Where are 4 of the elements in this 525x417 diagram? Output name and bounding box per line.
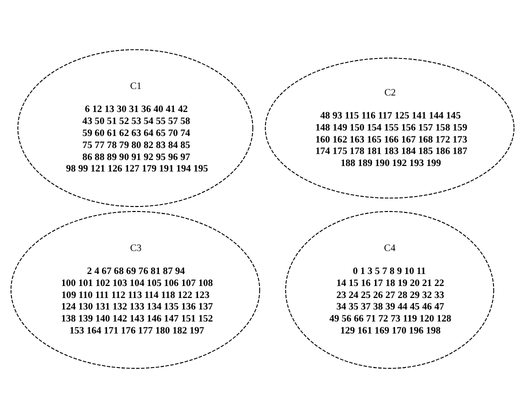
node-ellipse: C2 48 93 115 116 117 125 141 144 145 148 149 150 154 155 156 157 158 159 160 162 163 165 166 167 168 172 173 174 175 178 181 183 184 185 186 187 188 189 190 192 193 199 — [264, 57, 514, 198]
node-ellipse: C3 2 4 67 68 69 76 81 87 94 100 101 102 103 104 105 106 107 108 109 110 111 112 113 114 118 122 123 124 130 131 132 133 134 135 136 137 138 139 140 142 143 146 147 151 152 153 164 171 176 177 180 182 197 — [10, 210, 260, 368]
node-ellipse: C4 0 1 3 5 7 8 9 10 11 14 15 16 17 18 19 20 21 22 23 24 25 26 27 28 29 32 33 34 35 37 38 39 44 45 46 47 49 56 66 71 72 73 119 120 128 129 161 169 170 196 198 — [285, 210, 494, 368]
node-ellipse: C1 6 12 13 30 31 36 40 41 42 43 50 51 52 53 54 55 57 58 59 60 61 62 63 64 65 70 74 75 77 78 79 80 82 83 84 85 86 88 89 90 91 92 95 96 97 98 99 121 126 127 179 191 194 195 — [17, 48, 254, 206]
